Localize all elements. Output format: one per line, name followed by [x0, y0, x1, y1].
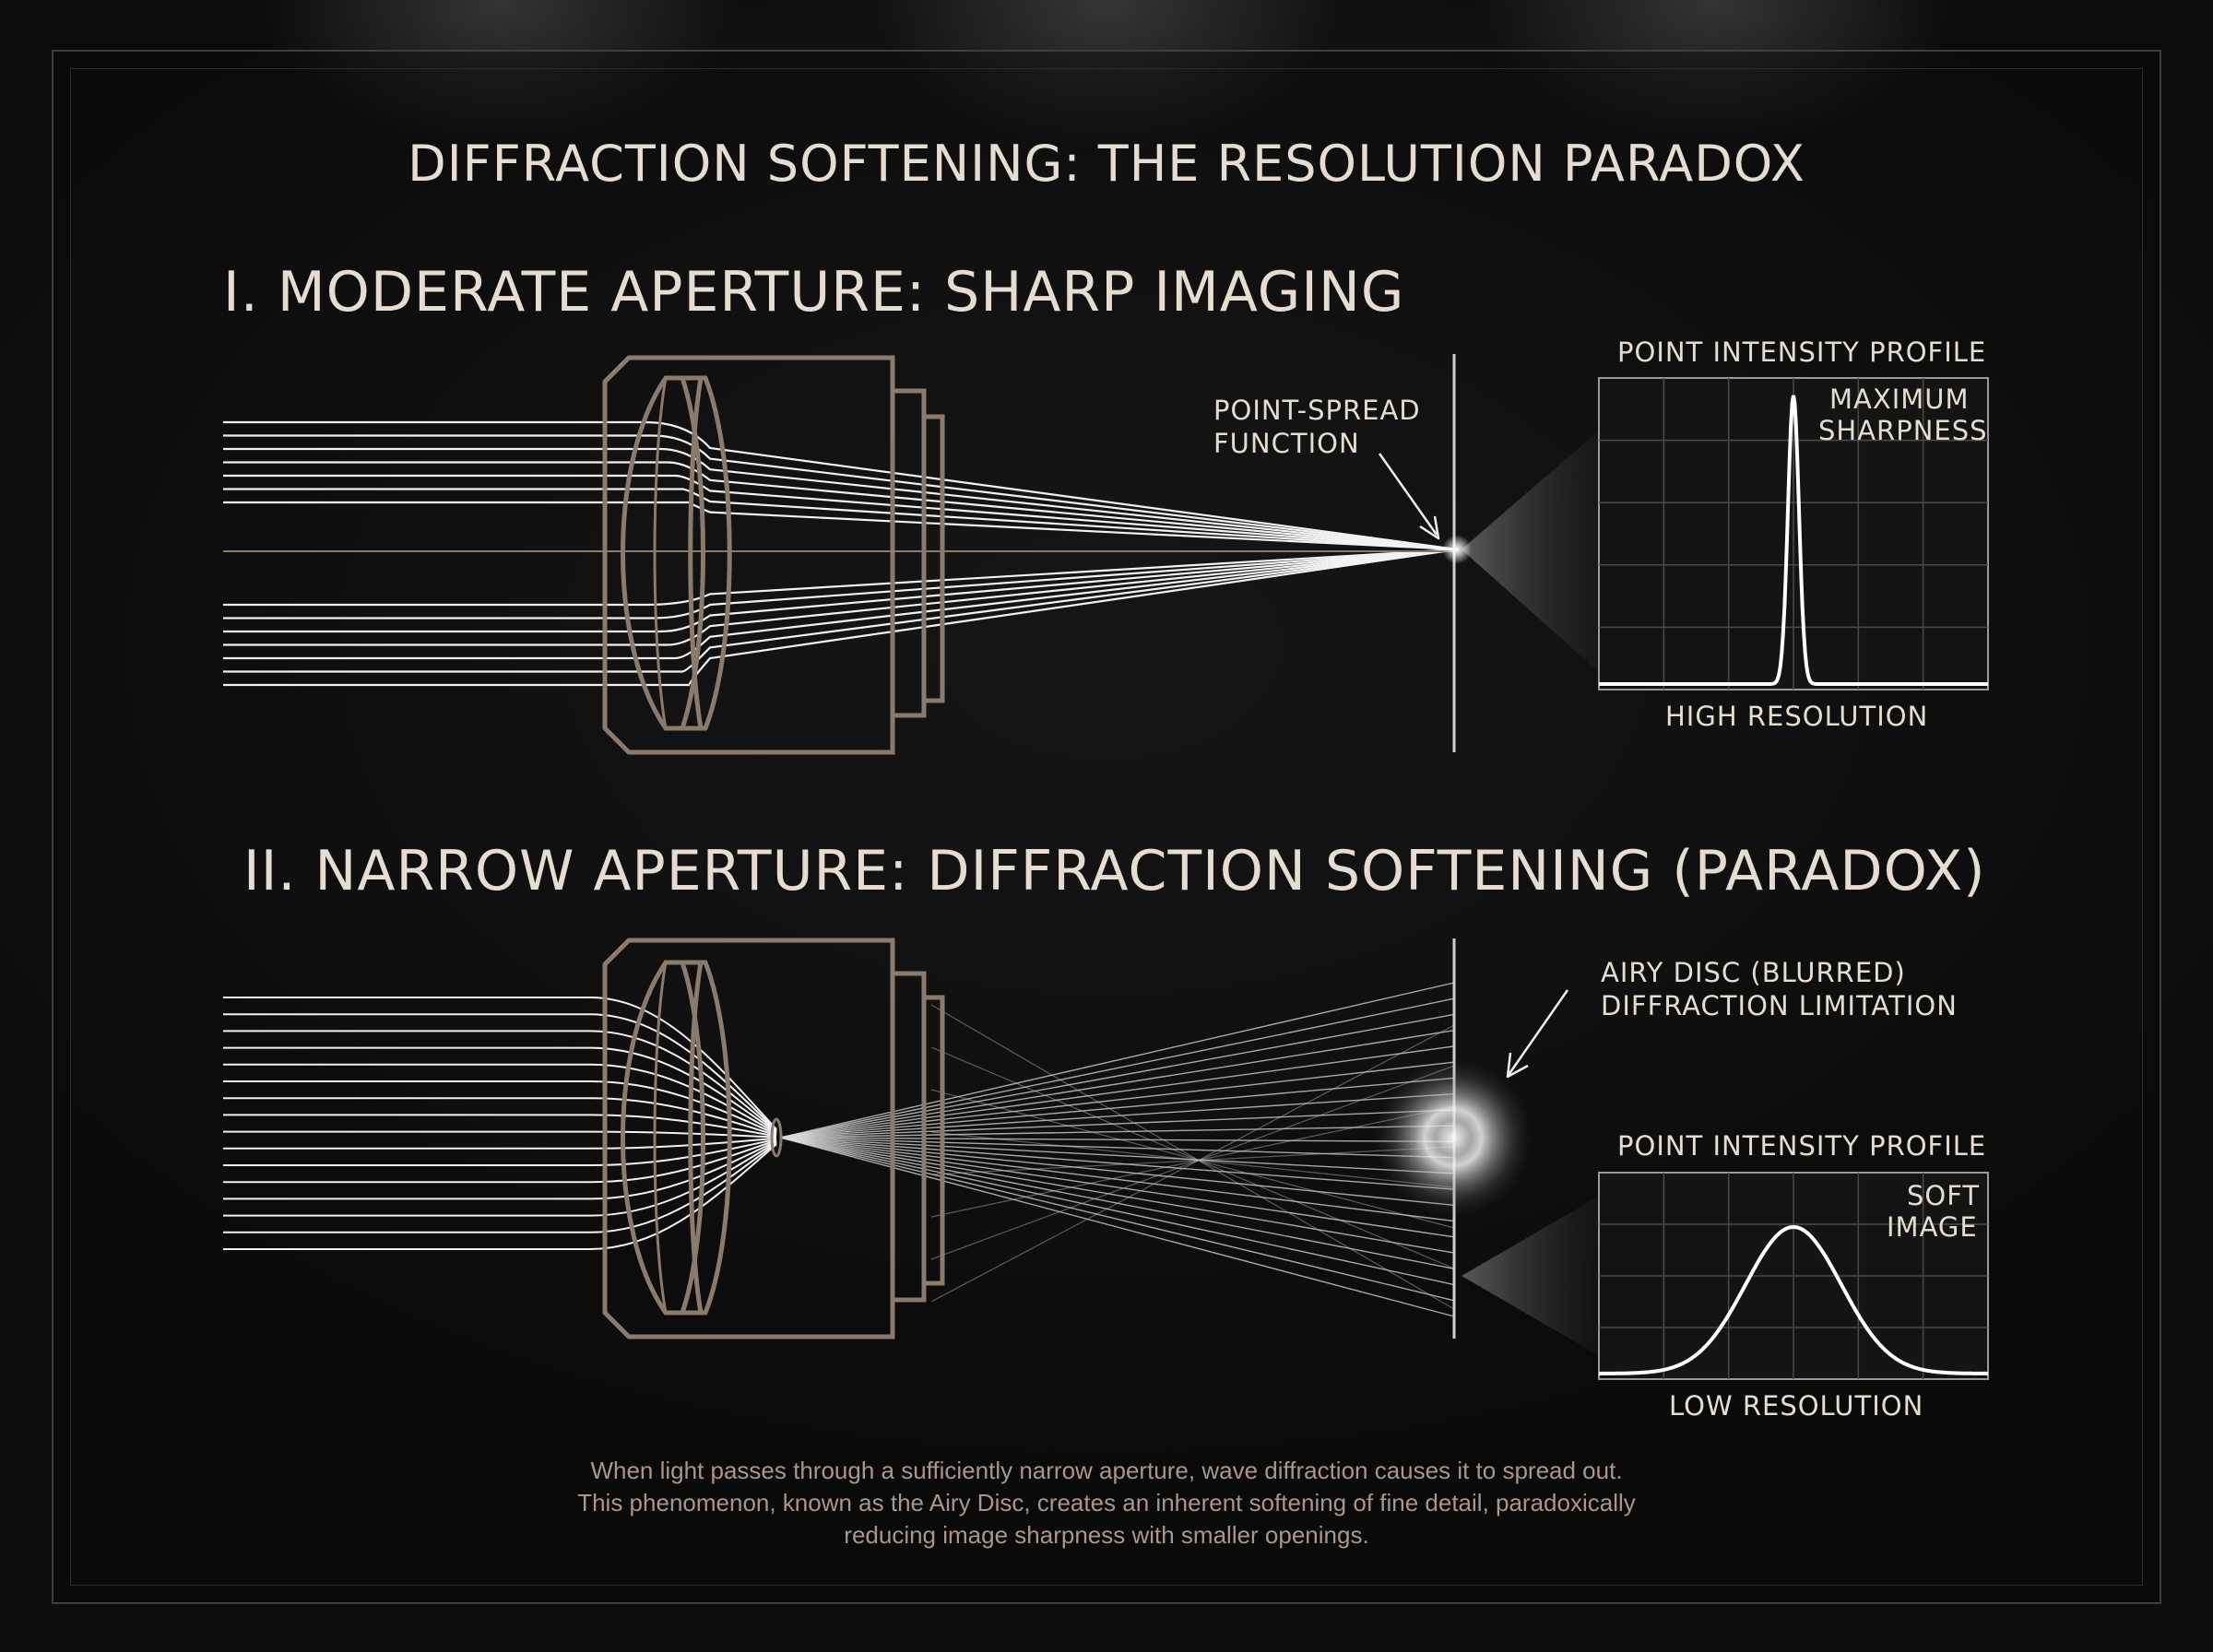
- section2-profile-graph: [1598, 1172, 1989, 1380]
- section2-diverging-ray: [779, 1077, 1455, 1139]
- section2-diverging-ray: [779, 1137, 1455, 1302]
- section2-light-ray: [223, 1139, 777, 1184]
- caption-line: When light passes through a sufficiently…: [590, 1457, 1623, 1484]
- section2-light-ray: [223, 1097, 777, 1137]
- section2-scattered-ray: [930, 1065, 1455, 1260]
- page-title: DIFFRACTION SOFTENING: THE RESOLUTION PA…: [408, 135, 1805, 193]
- section1-focus-point: [1442, 535, 1472, 564]
- section1-profile-graph: [1598, 377, 1989, 690]
- section2-heading: II. NARROW APERTURE: DIFFRACTION SOFTENI…: [243, 839, 1986, 903]
- section2-diverging-ray: [779, 1013, 1455, 1139]
- section2-scattered-ray: [930, 1024, 1455, 1303]
- section1-rays: [223, 420, 1458, 687]
- section2-diverging-ray: [779, 1137, 1455, 1190]
- section2-note-line1: SOFT: [1907, 1180, 1981, 1211]
- airy-label-line1: AIRY DISC (BLURRED): [1601, 957, 1906, 988]
- caption-line: This phenomenon, known as the Airy Disc,…: [577, 1489, 1636, 1516]
- section1-lens-barrel: [602, 355, 945, 755]
- section1-note-line1: MAXIMUM: [1829, 384, 1970, 415]
- section2-scattered-ray: [930, 1131, 1455, 1188]
- section2-scattered-ray: [930, 1146, 1455, 1175]
- section1-projection-cone: [1462, 431, 1598, 671]
- section2-scattered-ray: [930, 1105, 1455, 1218]
- section2-light-ray: [223, 1137, 777, 1150]
- section2-light-ray: [223, 1138, 777, 1166]
- section2-intensity-curve: [1599, 1224, 1988, 1375]
- caption: When light passes through a sufficiently…: [0, 1455, 2213, 1552]
- section1-light-ray: [223, 548, 1458, 620]
- section2-lens-barrel: [602, 938, 945, 1339]
- section2-diverging-ray: [779, 1137, 1455, 1286]
- section1-light-ray: [223, 548, 1458, 646]
- section2-scattered-ray: [930, 1046, 1455, 1269]
- airy-label-line2: DIFFRACTION LIMITATION: [1601, 990, 1958, 1021]
- section1-note-line2: SHARPNESS: [1818, 415, 1988, 446]
- frame-inner-border: [70, 68, 2143, 1586]
- section2-projection-cone: [1462, 1197, 1598, 1355]
- section1-heading: I. MODERATE APERTURE: SHARP IMAGING: [223, 260, 1405, 324]
- section1-light-ray: [223, 461, 1458, 551]
- section2-diverging-ray: [779, 1137, 1455, 1222]
- section2-scattered-ray: [930, 1004, 1455, 1310]
- section1-intensity-curve: [1599, 395, 1988, 686]
- section1-psf-arrow: [1378, 453, 1440, 540]
- section1-light-ray: [223, 548, 1458, 633]
- section1-light-ray: [223, 447, 1458, 551]
- section2-diverging-ray: [779, 997, 1455, 1139]
- section2-scattered-ray: [930, 1089, 1455, 1229]
- caption-line: reducing image sharpness with smaller op…: [844, 1521, 1369, 1549]
- psf-label-line2: FUNCTION: [1213, 428, 1360, 459]
- section2-airy-disc: [1374, 1058, 1533, 1217]
- section1-light-ray: [223, 434, 1458, 551]
- section2-light-ray: [223, 1130, 777, 1139]
- section1-light-ray: [223, 548, 1458, 607]
- section2-rays: [223, 982, 1455, 1317]
- section2-profile-title: POINT INTENSITY PROFILE: [1617, 1130, 1987, 1162]
- section2-diverging-ray: [779, 1030, 1455, 1139]
- section1-light-ray: [223, 420, 1458, 551]
- section1-profile-title: POINT INTENSITY PROFILE: [1617, 336, 1987, 368]
- section2-airy-arrow: [1506, 989, 1569, 1079]
- section2-resolution-label: LOW RESOLUTION: [1669, 1390, 1924, 1422]
- section1-light-ray: [223, 548, 1458, 660]
- section2-note-line2: IMAGE: [1887, 1211, 1978, 1243]
- psf-label-line1: POINT-SPREAD: [1213, 395, 1421, 426]
- section1-resolution-label: HIGH RESOLUTION: [1665, 701, 1929, 732]
